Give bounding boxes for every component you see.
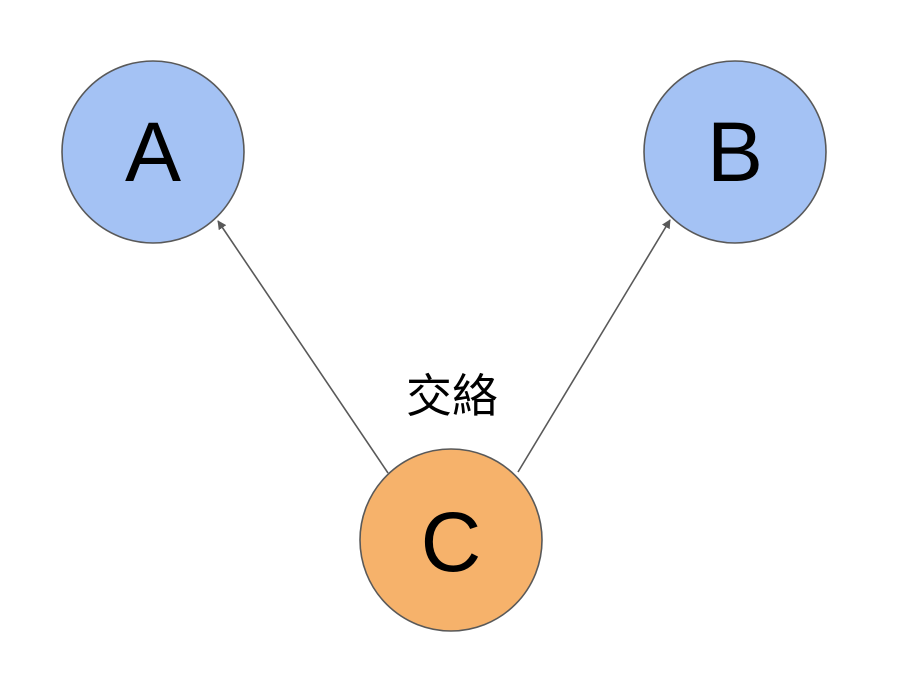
confounding-label: 交絡	[406, 369, 498, 423]
node-c: C	[359, 448, 543, 632]
node-b-label: B	[707, 105, 763, 199]
node-b-circle	[643, 60, 827, 244]
node-c-label: C	[421, 495, 482, 589]
node-a: A	[61, 60, 245, 244]
node-b: B	[643, 60, 827, 244]
node-a-label: A	[125, 105, 181, 199]
node-c-circle	[359, 448, 543, 632]
edge-c-to-b	[517, 219, 671, 473]
edge-c-to-a	[217, 220, 389, 474]
node-a-circle	[61, 60, 245, 244]
